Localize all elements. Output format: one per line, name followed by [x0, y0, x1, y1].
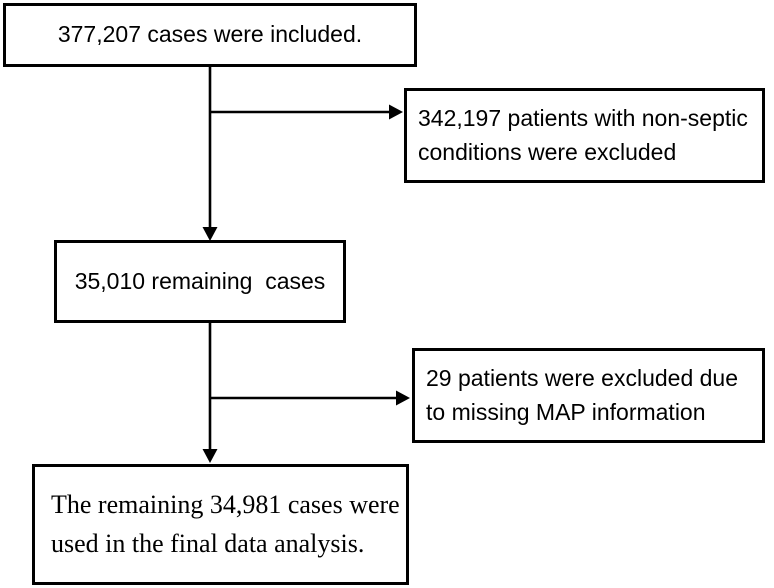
arrowhead-down-to-remaining: [202, 227, 218, 241]
node-remaining-label: 35,010 remaining cases: [74, 267, 326, 294]
node-final-analysis: The remaining 34,981 cases were used in …: [32, 464, 409, 585]
node-included-cases: 377,207 cases were included.: [3, 3, 417, 67]
node-included-label: 377,207 cases were included.: [57, 21, 363, 48]
node-final-line-1: The remaining 34,981 cases were: [51, 490, 400, 520]
node-final-line-2: used in the final data analysis.: [51, 528, 365, 558]
node-non-septic-line-2: conditions were excluded: [418, 138, 677, 165]
arrowhead-right-to-map: [396, 390, 410, 406]
node-map-line-2: to missing MAP information: [426, 398, 706, 425]
node-non-septic-excluded: 342,197 patients with non-septic conditi…: [404, 88, 765, 183]
node-non-septic-line-1: 342,197 patients with non-septic: [418, 105, 748, 132]
arrowhead-right-to-non-septic: [389, 104, 403, 120]
node-map-excluded: 29 patients were excluded due to missing…: [412, 348, 765, 443]
arrowhead-down-to-final: [202, 449, 218, 463]
node-remaining-cases: 35,010 remaining cases: [54, 240, 346, 323]
node-map-line-1: 29 patients were excluded due: [426, 365, 738, 392]
